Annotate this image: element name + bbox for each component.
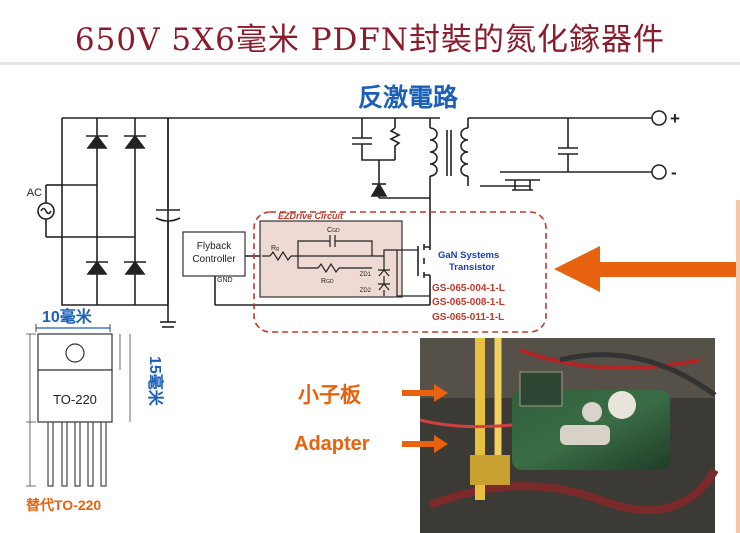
bridge-diode-top-right [124, 134, 146, 149]
flyback-schematic [37, 117, 652, 328]
to220-package-drawing: 10毫米 TO-220 15毫米 替代TO-220 [26, 307, 165, 513]
flyback-controller-box [182, 231, 246, 277]
rg-subscript: g [276, 246, 279, 252]
replace-to220-label: 替代TO-220 [26, 497, 101, 513]
zd1-label: ZD1 [360, 272, 372, 278]
rgd-subscript: GD [326, 279, 334, 285]
pointer-arrow [554, 246, 736, 292]
gan-label-line2: Transistor [449, 262, 495, 273]
daughter-board [519, 371, 563, 407]
part-number-2: GS-065-008-1-L [432, 297, 505, 308]
controller-label-line2: Controller [192, 254, 236, 265]
right-edge-strip [736, 200, 740, 533]
rgd-letter: R [321, 278, 326, 285]
package-width-label: 10毫米 [42, 307, 93, 326]
part-number-1: GS-065-004-1-L [432, 283, 505, 294]
plus-label: + [670, 109, 680, 128]
output-terminal-plus [651, 110, 667, 126]
board-label-arrow [402, 384, 448, 402]
output-terminal-minus [651, 164, 667, 180]
rg-label: Rg [271, 245, 279, 252]
cgd-letter: C [327, 227, 332, 234]
circuit-heading: 反激電路 [358, 83, 459, 112]
test-board-photo [419, 338, 719, 533]
board-label: 小子板 [298, 384, 362, 407]
rg-letter: R [271, 245, 276, 252]
slide-title: 650V 5X6毫米 PDFN封裝的氮化鎵器件 [74, 22, 666, 58]
controller-label-line1: Flyback [197, 241, 232, 252]
ezdrive-label: EZDrive Circuit [278, 211, 344, 221]
cgd-subscript: GD [332, 228, 340, 234]
bridge-diode-bottom-left [86, 260, 108, 275]
ezdrive-highlight-box [253, 211, 547, 333]
package-height-label: 15毫米 [146, 356, 165, 407]
bridge-diode-top-left [86, 134, 108, 149]
rgd-label: RGD [321, 278, 334, 285]
gan-label-line1: GaN Systems [438, 250, 499, 261]
bridge-diode-bottom-right [124, 260, 146, 275]
ezdrive-network [262, 235, 430, 297]
gnd-label: GND [217, 277, 233, 284]
zd2-label: ZD2 [360, 288, 372, 294]
adapter-label: Adapter [294, 433, 370, 455]
title-divider [0, 62, 740, 65]
ac-label: AC [27, 187, 42, 199]
mounting-hole [65, 343, 85, 363]
cgd-label: CGD [327, 227, 340, 234]
adapter-label-arrow [402, 435, 448, 453]
package-name: TO-220 [53, 392, 97, 407]
part-number-3: GS-065-011-1-L [432, 312, 504, 323]
minus-label: - [671, 163, 677, 182]
